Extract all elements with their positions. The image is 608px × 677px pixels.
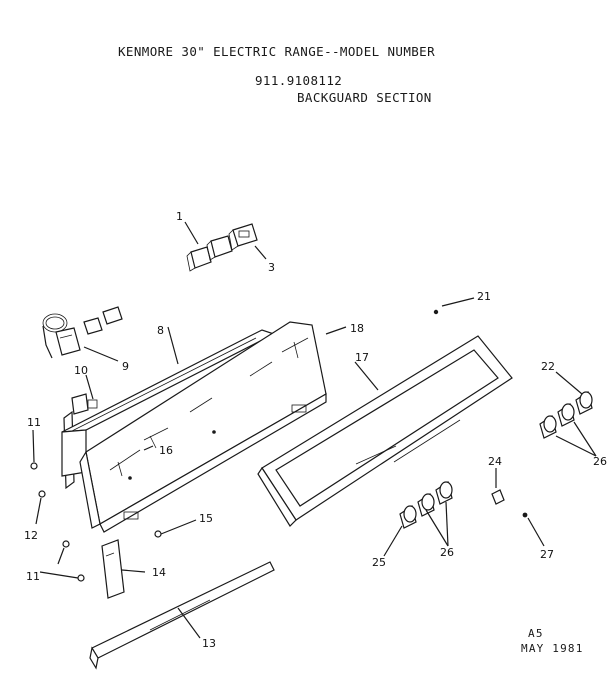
callout-label: 10 — [74, 364, 88, 377]
callout-label: 3 — [268, 261, 275, 274]
callout-label: 8 — [157, 324, 164, 337]
callout-label: 11 — [26, 570, 40, 583]
window-frame — [257, 297, 513, 527]
bracket — [101, 539, 146, 599]
thermostat-assembly — [42, 306, 123, 362]
callout-label: 12 — [24, 529, 38, 542]
callout-label: 16 — [159, 444, 173, 457]
revision-code: A5 — [528, 627, 544, 640]
callout-label: 27 — [540, 548, 554, 561]
callout-label: 21 — [477, 290, 491, 303]
callout-label: 17 — [355, 351, 369, 364]
revision-date: MAY 1981 — [521, 642, 584, 655]
callout-label: 11 — [27, 416, 41, 429]
diagram-title: KENMORE 30" ELECTRIC RANGE--MODEL NUMBER — [118, 44, 436, 59]
callout-label: 15 — [199, 512, 213, 525]
callout-label: 26 — [440, 546, 454, 559]
callout-label: 24 — [488, 455, 502, 468]
backguard-body — [79, 321, 347, 533]
callout-label: 1 — [176, 210, 183, 223]
mounting-rail — [89, 561, 275, 670]
callout-label: 13 — [202, 637, 216, 650]
model-number: 911.9108112 — [255, 73, 343, 88]
callout-label: 14 — [152, 566, 166, 579]
callout-label: 26 — [593, 455, 607, 468]
callout-label: 18 — [350, 322, 364, 335]
knob-cluster-right — [539, 371, 597, 457]
callout-label: 25 — [372, 556, 386, 569]
switch-blocks — [184, 221, 267, 272]
section-title: BACKGUARD SECTION — [297, 90, 432, 105]
callout-label: 22 — [541, 360, 555, 373]
screw-set — [30, 429, 197, 582]
clip-and-screw — [491, 468, 545, 547]
knob-cluster-lower — [383, 481, 453, 557]
callout-label: 9 — [122, 360, 129, 373]
callout-labels: 1 3 8 9 10 11 12 11 13 14 15 16 17 18 21… — [24, 210, 607, 650]
